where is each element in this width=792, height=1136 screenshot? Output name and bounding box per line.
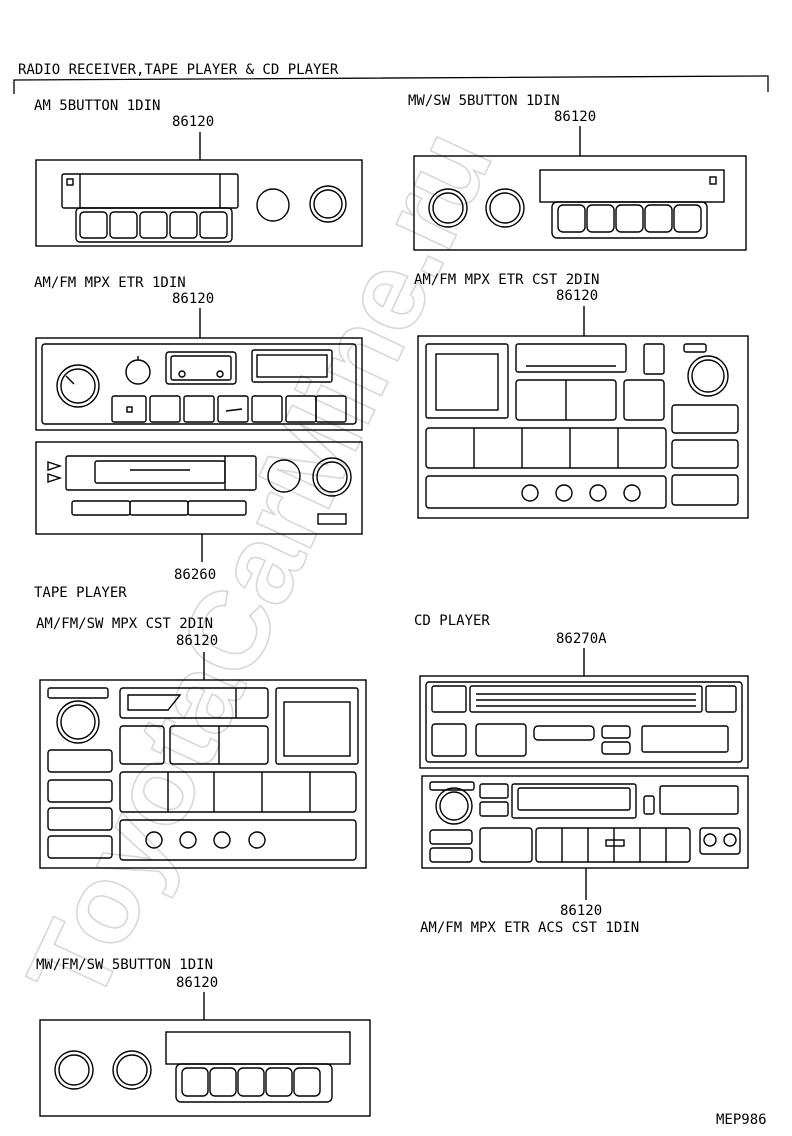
unit-title: AM/FM MPX ETR 1DIN [34,275,186,291]
frequency-display [61,173,239,209]
part-number: 86260 [174,567,216,583]
transport-buttons [71,500,247,516]
frequency-display [539,169,725,203]
radio-faceplate [39,1019,371,1117]
slider-handle [605,839,625,847]
preset-buttons [535,827,691,863]
tuning-knob [267,459,301,493]
cassette-slot [511,783,637,819]
volume-knob [56,364,100,408]
unit-am-fm-mpx-etr-acs-cst-1din [421,775,749,900]
volume-knob [309,185,347,223]
frequency-display [165,1031,351,1065]
part-number: 86120 [554,109,596,125]
radio-faceplate [421,775,749,869]
cd-display [641,725,729,753]
volume-knob [56,700,100,744]
unit-title: AM/FM MPX ETR CST 2DIN [414,272,599,288]
radio-faceplate [417,335,749,519]
part-number: 86120 [172,114,214,130]
preset-buttons [111,395,347,423]
preset-buttons [75,207,233,243]
volume-knob [312,457,352,497]
radio-faceplate [35,337,363,431]
preset-buttons [425,427,667,469]
unit-title: AM 5BUTTON 1DIN [34,98,160,114]
preset-buttons [175,1063,333,1103]
frequency-display [659,785,739,815]
radio-faceplate [39,679,367,869]
unit-mw-sw-5button-1din [413,126,747,251]
volume-knob [428,188,468,228]
tuning-knob [256,188,290,222]
radio-faceplate [413,155,747,251]
tape-faceplate [35,441,363,535]
unit-title: CD PLAYER [414,613,490,629]
header-bracket [13,75,769,94]
tuning-knob [485,188,525,228]
volume-knob [435,787,473,825]
unit-am-fm-mpx-etr-1din [35,308,363,431]
unit-mw-fm-sw-5button-1din [39,992,371,1117]
unit-title: AM/FM MPX ETR ACS CST 1DIN [420,920,639,936]
diagram-title: RADIO RECEIVER,TAPE PLAYER & CD PLAYER [18,62,339,78]
unit-title: AM/FM/SW MPX CST 2DIN [36,616,213,632]
unit-title: MW/FM/SW 5BUTTON 1DIN [36,957,213,973]
unit-am-fm-mpx-etr-cst-2din [417,306,749,519]
unit-am-5button-1din [35,132,363,247]
watermark: ToyotaCarMine.ru [3,112,515,1020]
unit-tape-player [35,441,363,562]
cassette-slot [65,455,257,491]
preset-buttons [551,201,708,239]
disc-slot [469,685,703,713]
unit-title: TAPE PLAYER [34,585,127,601]
cassette-slot [515,343,627,373]
diagram-code: MEP986 [716,1112,767,1128]
unit-am-fm-sw-mpx-cst-2din [39,652,367,869]
part-number: 86120 [176,633,218,649]
tuning-knob [112,1050,152,1090]
volume-knob [687,355,729,397]
part-number: 86270A [556,631,607,647]
part-number: 86120 [560,903,602,919]
preset-buttons [119,771,357,813]
part-number: 86120 [556,288,598,304]
volume-knob [54,1050,94,1090]
unit-cd-player [419,648,749,769]
tuning-knob [125,359,151,385]
frequency-display [251,349,333,383]
radio-faceplate [35,159,363,247]
cassette-slot [165,351,237,385]
unit-title: MW/SW 5BUTTON 1DIN [408,93,560,109]
cd-faceplate [419,675,749,769]
part-number: 86120 [176,975,218,991]
part-number: 86120 [172,291,214,307]
cassette-slot [119,687,269,719]
